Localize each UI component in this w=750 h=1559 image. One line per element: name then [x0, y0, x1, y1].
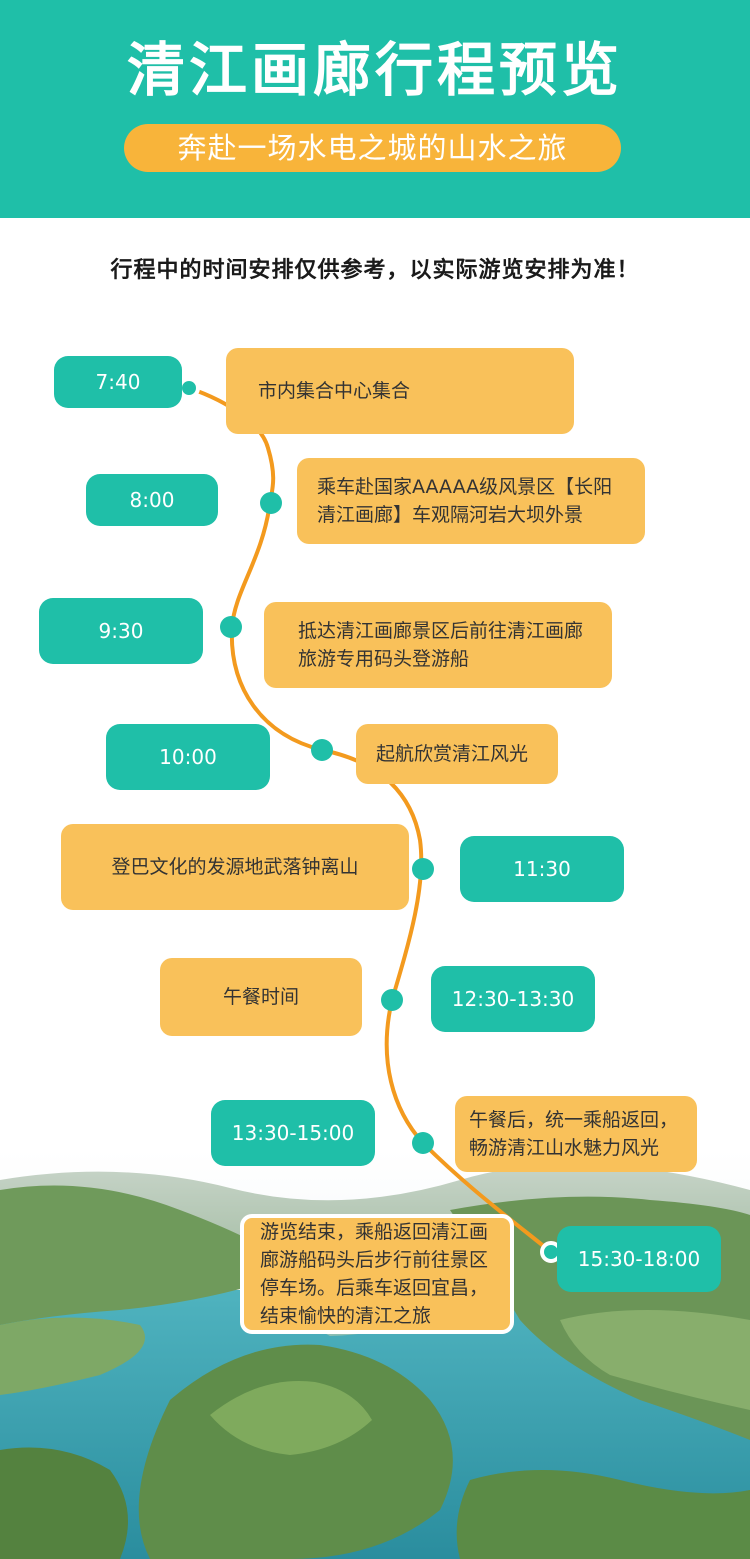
route-stop-dot: [260, 492, 282, 514]
route-stop-dot: [311, 739, 333, 761]
subtitle-pill: 奔赴一场水电之城的山水之旅: [124, 124, 621, 172]
event-box: 市内集合中心集合: [226, 348, 574, 434]
event-box: 抵达清江画廊景区后前往清江画廊旅游专用码头登游船: [264, 602, 612, 688]
time-pill: 13:30-15:00: [211, 1100, 375, 1166]
time-pill: 15:30-18:00: [557, 1226, 721, 1292]
route-stop-dot: [412, 1132, 434, 1154]
time-pill: 10:00: [106, 724, 270, 790]
schedule-notice: 行程中的时间安排仅供参考，以实际游览安排为准！: [110, 258, 640, 283]
event-box: 午餐后，统一乘船返回，畅游清江山水魅力风光: [455, 1096, 697, 1172]
time-pill: 8:00: [86, 474, 218, 526]
time-pill: 11:30: [460, 836, 624, 902]
time-pill: 7:40: [54, 356, 182, 408]
time-pill: 12:30-13:30: [431, 966, 595, 1032]
header-banner: 清江画廊行程预览 奔赴一场水电之城的山水之旅: [0, 0, 750, 218]
page-title: 清江画廊行程预览: [126, 36, 623, 104]
route-stop-dot: [220, 616, 242, 638]
event-box: 游览结束，乘船返回清江画廊游船码头后步行前往景区停车场。后乘车返回宜昌，结束愉快…: [240, 1214, 514, 1334]
event-box: 起航欣赏清江风光: [356, 724, 558, 784]
event-box: 登巴文化的发源地武落钟离山: [61, 824, 409, 910]
time-pill: 9:30: [39, 598, 203, 664]
route-stop-dot: [381, 989, 403, 1011]
route-stop-dot: [412, 858, 434, 880]
event-box: 乘车赴国家AAAAA级风景区【长阳清江画廊】车观隔河岩大坝外景: [297, 458, 645, 544]
event-box: 午餐时间: [160, 958, 362, 1036]
route-path: [187, 386, 553, 1254]
